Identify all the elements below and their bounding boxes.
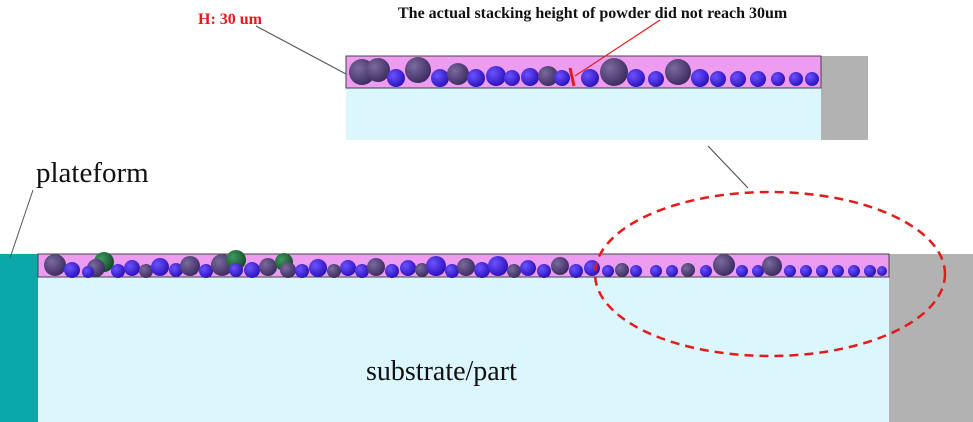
powder-particle	[139, 264, 153, 278]
powder-particle	[82, 266, 94, 278]
platform-block	[0, 254, 38, 422]
powder-particle	[752, 265, 764, 277]
powder-particle	[877, 266, 887, 276]
powder-particle	[180, 256, 200, 276]
powder-particle	[367, 258, 385, 276]
powder-particle	[551, 257, 569, 275]
powder-particle	[447, 63, 469, 85]
powder-particle	[355, 264, 369, 278]
powder-particle	[848, 265, 860, 277]
powder-particle	[700, 265, 712, 277]
powder-particle	[64, 262, 80, 278]
powder-height-note: The actual stacking height of powder did…	[398, 5, 788, 22]
powder-particle	[627, 69, 645, 87]
powder-particle	[366, 58, 390, 82]
powder-particle	[581, 69, 599, 87]
powder-particle	[665, 59, 691, 85]
powder-particle	[151, 258, 169, 276]
powder-particles-main	[44, 250, 887, 278]
powder-particle	[111, 264, 125, 278]
powder-particles-inset	[349, 57, 819, 87]
substrate-part	[38, 277, 889, 422]
powder-particle	[771, 72, 785, 86]
powder-particle	[736, 265, 748, 277]
powder-particle	[600, 58, 628, 86]
powder-particle	[784, 265, 796, 277]
leader-platform	[9, 189, 34, 259]
powder-particle	[789, 72, 803, 86]
right-wall	[889, 254, 973, 422]
powder-particle	[199, 264, 213, 278]
powder-particle	[431, 69, 449, 87]
powder-particle	[750, 71, 766, 87]
powder-particle	[426, 256, 446, 276]
powder-particle	[650, 265, 662, 277]
powder-particle	[486, 66, 506, 86]
powder-particle	[445, 264, 459, 278]
highlight-ellipse	[593, 190, 947, 358]
powder-particle	[387, 69, 405, 87]
powder-particle	[504, 70, 520, 86]
powder-particle	[648, 71, 664, 87]
powder-particle	[537, 264, 551, 278]
powder-particle	[405, 57, 431, 83]
powder-particle	[832, 265, 844, 277]
leader-height-label	[255, 25, 347, 75]
powder-particle	[521, 68, 539, 86]
powder-particle	[327, 264, 341, 278]
powder-particle	[691, 69, 709, 87]
leader-note	[574, 19, 661, 77]
powder-particle	[520, 260, 536, 276]
powder-particle	[415, 263, 429, 277]
powder-particle	[457, 258, 475, 276]
powder-particle	[385, 264, 399, 278]
powder-particle	[44, 254, 66, 276]
powder-particle	[800, 265, 812, 277]
powder-particle	[816, 265, 828, 277]
powder-particle	[280, 262, 296, 278]
powder-particle	[805, 72, 819, 86]
powder-particle	[309, 259, 327, 277]
substrate-label: substrate/part	[366, 356, 517, 387]
powder-particle	[488, 256, 508, 276]
powder-particle	[295, 264, 309, 278]
powder-particle	[507, 264, 521, 278]
leader-zoom	[707, 145, 749, 189]
powder-particle	[226, 250, 246, 270]
powder-particle	[602, 265, 614, 277]
powder-particle	[762, 256, 782, 276]
powder-particle	[467, 69, 485, 87]
powder-particle	[538, 66, 558, 86]
inset-substrate	[346, 88, 821, 140]
powder-particle	[864, 265, 876, 277]
powder-particle	[710, 71, 726, 87]
powder-particle	[474, 262, 490, 278]
height-label: H: 30 um	[198, 11, 263, 28]
powder-particle	[630, 265, 642, 277]
powder-particle	[681, 263, 695, 277]
height-marker	[568, 67, 576, 87]
powder-particle	[615, 263, 629, 277]
powder-particle	[713, 254, 735, 276]
powder-particle	[229, 263, 243, 277]
platform-label: plateform	[36, 157, 149, 189]
powder-particle	[554, 70, 570, 86]
powder-particle	[666, 265, 678, 277]
powder-particle	[124, 260, 140, 276]
powder-particle	[259, 258, 277, 276]
inset-wall	[821, 56, 868, 140]
powder-particle	[244, 262, 260, 278]
powder-particle	[169, 263, 183, 277]
powder-particle	[569, 264, 583, 278]
powder-particle	[730, 71, 746, 87]
powder-particle	[340, 260, 356, 276]
powder-particle	[400, 260, 416, 276]
